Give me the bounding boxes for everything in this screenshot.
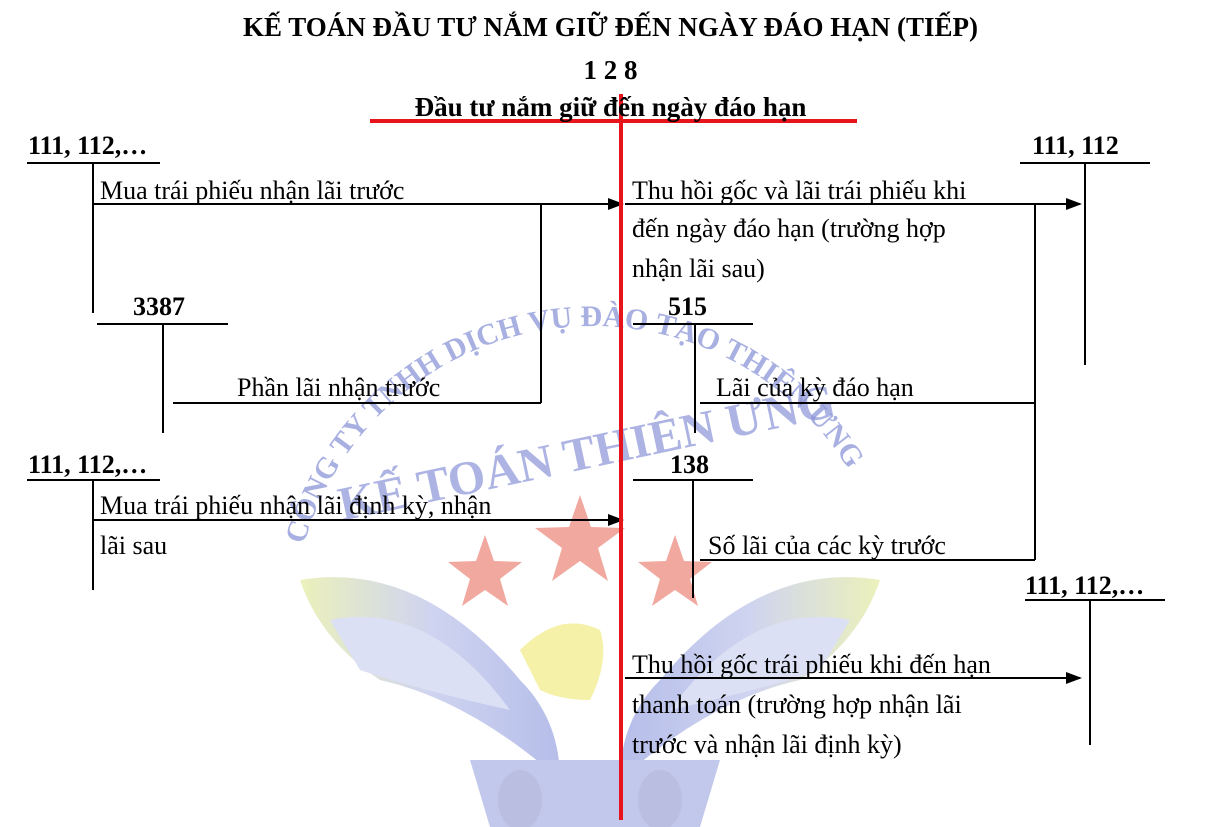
account-label-right-bottom: 111, 112,…	[1025, 571, 1145, 600]
page-title: KẾ TOÁN ĐẦU TƯ NẮM GIỮ ĐẾN NGÀY ĐÁO HẠN …	[242, 12, 979, 42]
account-label-left-top: 111, 112,…	[28, 131, 148, 160]
entry-maturity-interest: Lãi của kỳ đáo hạn	[716, 373, 914, 402]
account-label-3387: 3387	[133, 292, 185, 321]
main-account-code: 1 2 8	[583, 55, 638, 85]
account-label-right-top: 111, 112	[1032, 131, 1119, 160]
entry-prior-interest: Số lãi của các kỳ trước	[708, 531, 946, 560]
account-label-left-bottom: 111, 112,…	[28, 450, 148, 479]
entry-buy-periodic-line2: lãi sau	[100, 531, 168, 560]
entry-recover-line2: đến ngày đáo hạn (trường hợp	[632, 214, 946, 243]
account-label-138: 138	[670, 450, 709, 479]
entry-principal-line2: thanh toán (trường hợp nhận lãi	[632, 690, 962, 719]
entry-buy-periodic-line1: Mua trái phiếu nhận lãi định kỳ, nhận	[100, 491, 492, 520]
account-label-515: 515	[668, 292, 707, 321]
entry-prepaid-interest: Phần lãi nhận trước	[237, 373, 441, 402]
entry-buy-prepaid: Mua trái phiếu nhận lãi trước	[100, 176, 405, 205]
main-account-name: Đầu tư nắm giữ đến ngày đáo hạn	[414, 92, 807, 122]
star-icons	[448, 495, 712, 606]
entry-principal-line3: trước và nhận lãi định kỳ)	[632, 730, 902, 759]
entry-recover-line1: Thu hồi gốc và lãi trái phiếu khi	[632, 176, 967, 205]
entry-recover-line3: nhận lãi sau)	[632, 254, 765, 283]
entry-principal-line1: Thu hồi gốc trái phiếu khi đến hạn	[632, 650, 991, 679]
